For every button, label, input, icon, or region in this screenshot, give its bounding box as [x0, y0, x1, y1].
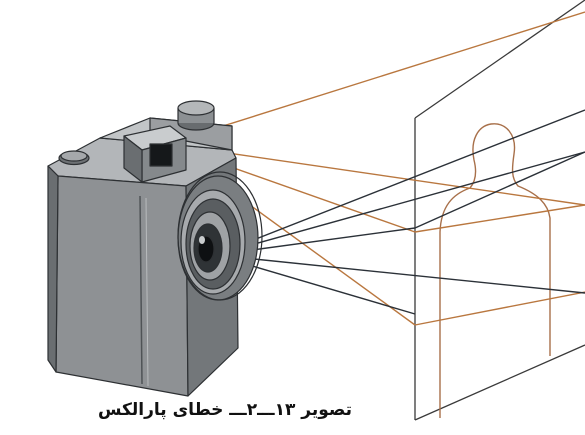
figure-caption: تصویر ۱۳ـــ۲ـــ خطای پارالکس: [92, 400, 352, 420]
camera-icon: [48, 101, 262, 396]
lens-rays: [215, 110, 585, 314]
person-silhouette: [440, 124, 550, 418]
